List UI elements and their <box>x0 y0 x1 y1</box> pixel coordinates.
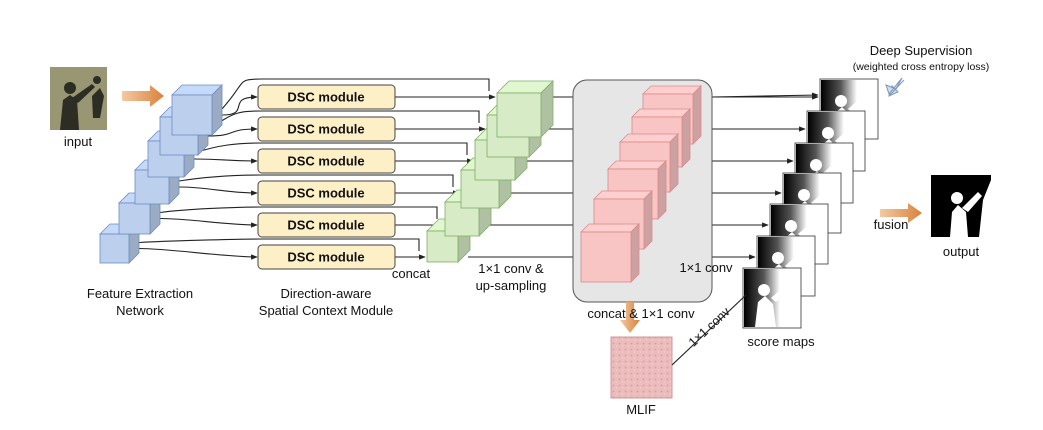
score-maps-label: score maps <box>747 334 815 349</box>
panel-to-score-connector <box>711 92 819 98</box>
feature-extraction-label-1: Feature Extraction <box>87 286 193 301</box>
dsc-module: DSC module <box>257 212 396 238</box>
skip-connector <box>159 206 438 219</box>
dsc-module-label: DSC module <box>287 250 364 265</box>
dsc-module-label: DSC module <box>287 122 364 137</box>
dsc-module-label: DSC module <box>287 218 364 233</box>
dsc-module: DSC module <box>257 244 396 270</box>
score-maps-stack <box>742 78 879 329</box>
dsc-module: DSC module <box>257 84 396 110</box>
upsampling-block <box>496 80 554 138</box>
dsc-module-label: DSC module <box>287 90 364 105</box>
mlif-block <box>610 336 673 399</box>
conv-upsampling-label-2: up-sampling <box>476 278 547 293</box>
dsc-module: DSC module <box>257 148 396 174</box>
dsc-module-label: DSC module <box>287 186 364 201</box>
fusion-label: fusion <box>874 217 909 232</box>
dsc-module-label: DSC module <box>287 154 364 169</box>
score-map <box>742 267 802 329</box>
deep-supervision-sublabel: (weighted cross entropy loss) <box>853 61 990 73</box>
mlif-label: MLIF <box>626 402 656 417</box>
conv-right-label: 1×1 conv <box>679 260 733 275</box>
upsampling-blocks <box>426 80 554 263</box>
feature-block <box>171 84 223 136</box>
feature-to-dsc-connector <box>138 247 258 260</box>
feature-to-dsc-connector <box>207 126 258 137</box>
feature-to-dsc-connector <box>178 186 258 196</box>
mlif-arrow <box>620 302 640 333</box>
feature-to-dsc-connector <box>193 158 258 164</box>
input-arrow <box>122 85 164 107</box>
skip-connector <box>138 238 420 251</box>
dsc-label-2: Spatial Context Module <box>259 303 393 318</box>
feature-to-dsc-connector <box>159 217 258 228</box>
feature-to-dsc-connector <box>221 94 258 116</box>
concat-conv-block <box>580 223 640 283</box>
fusion-arrow <box>880 203 922 223</box>
deep-supervision-label: Deep Supervision <box>870 43 973 58</box>
feature-extraction-network <box>99 84 223 264</box>
conv-upsampling-label-1: 1×1 conv & <box>478 261 544 276</box>
output-label: output <box>943 244 980 259</box>
skip-connector <box>221 78 490 110</box>
output-image <box>931 175 991 237</box>
input-label: input <box>64 134 93 149</box>
dsc-label-1: Direction-aware <box>280 286 371 301</box>
concat-label: concat <box>392 266 431 281</box>
feature-extraction-label-2: Network <box>116 303 164 318</box>
concat-conv-blocks <box>580 85 702 283</box>
skip-connector <box>178 174 454 187</box>
input-image <box>50 67 107 130</box>
dsc-module: DSC module <box>257 180 396 206</box>
dsc-module: DSC module <box>257 116 396 142</box>
deep-supervision-arrowhead <box>885 77 903 96</box>
concat-conv-label: concat & 1×1 conv <box>587 306 695 321</box>
mlif-connector <box>671 294 747 366</box>
